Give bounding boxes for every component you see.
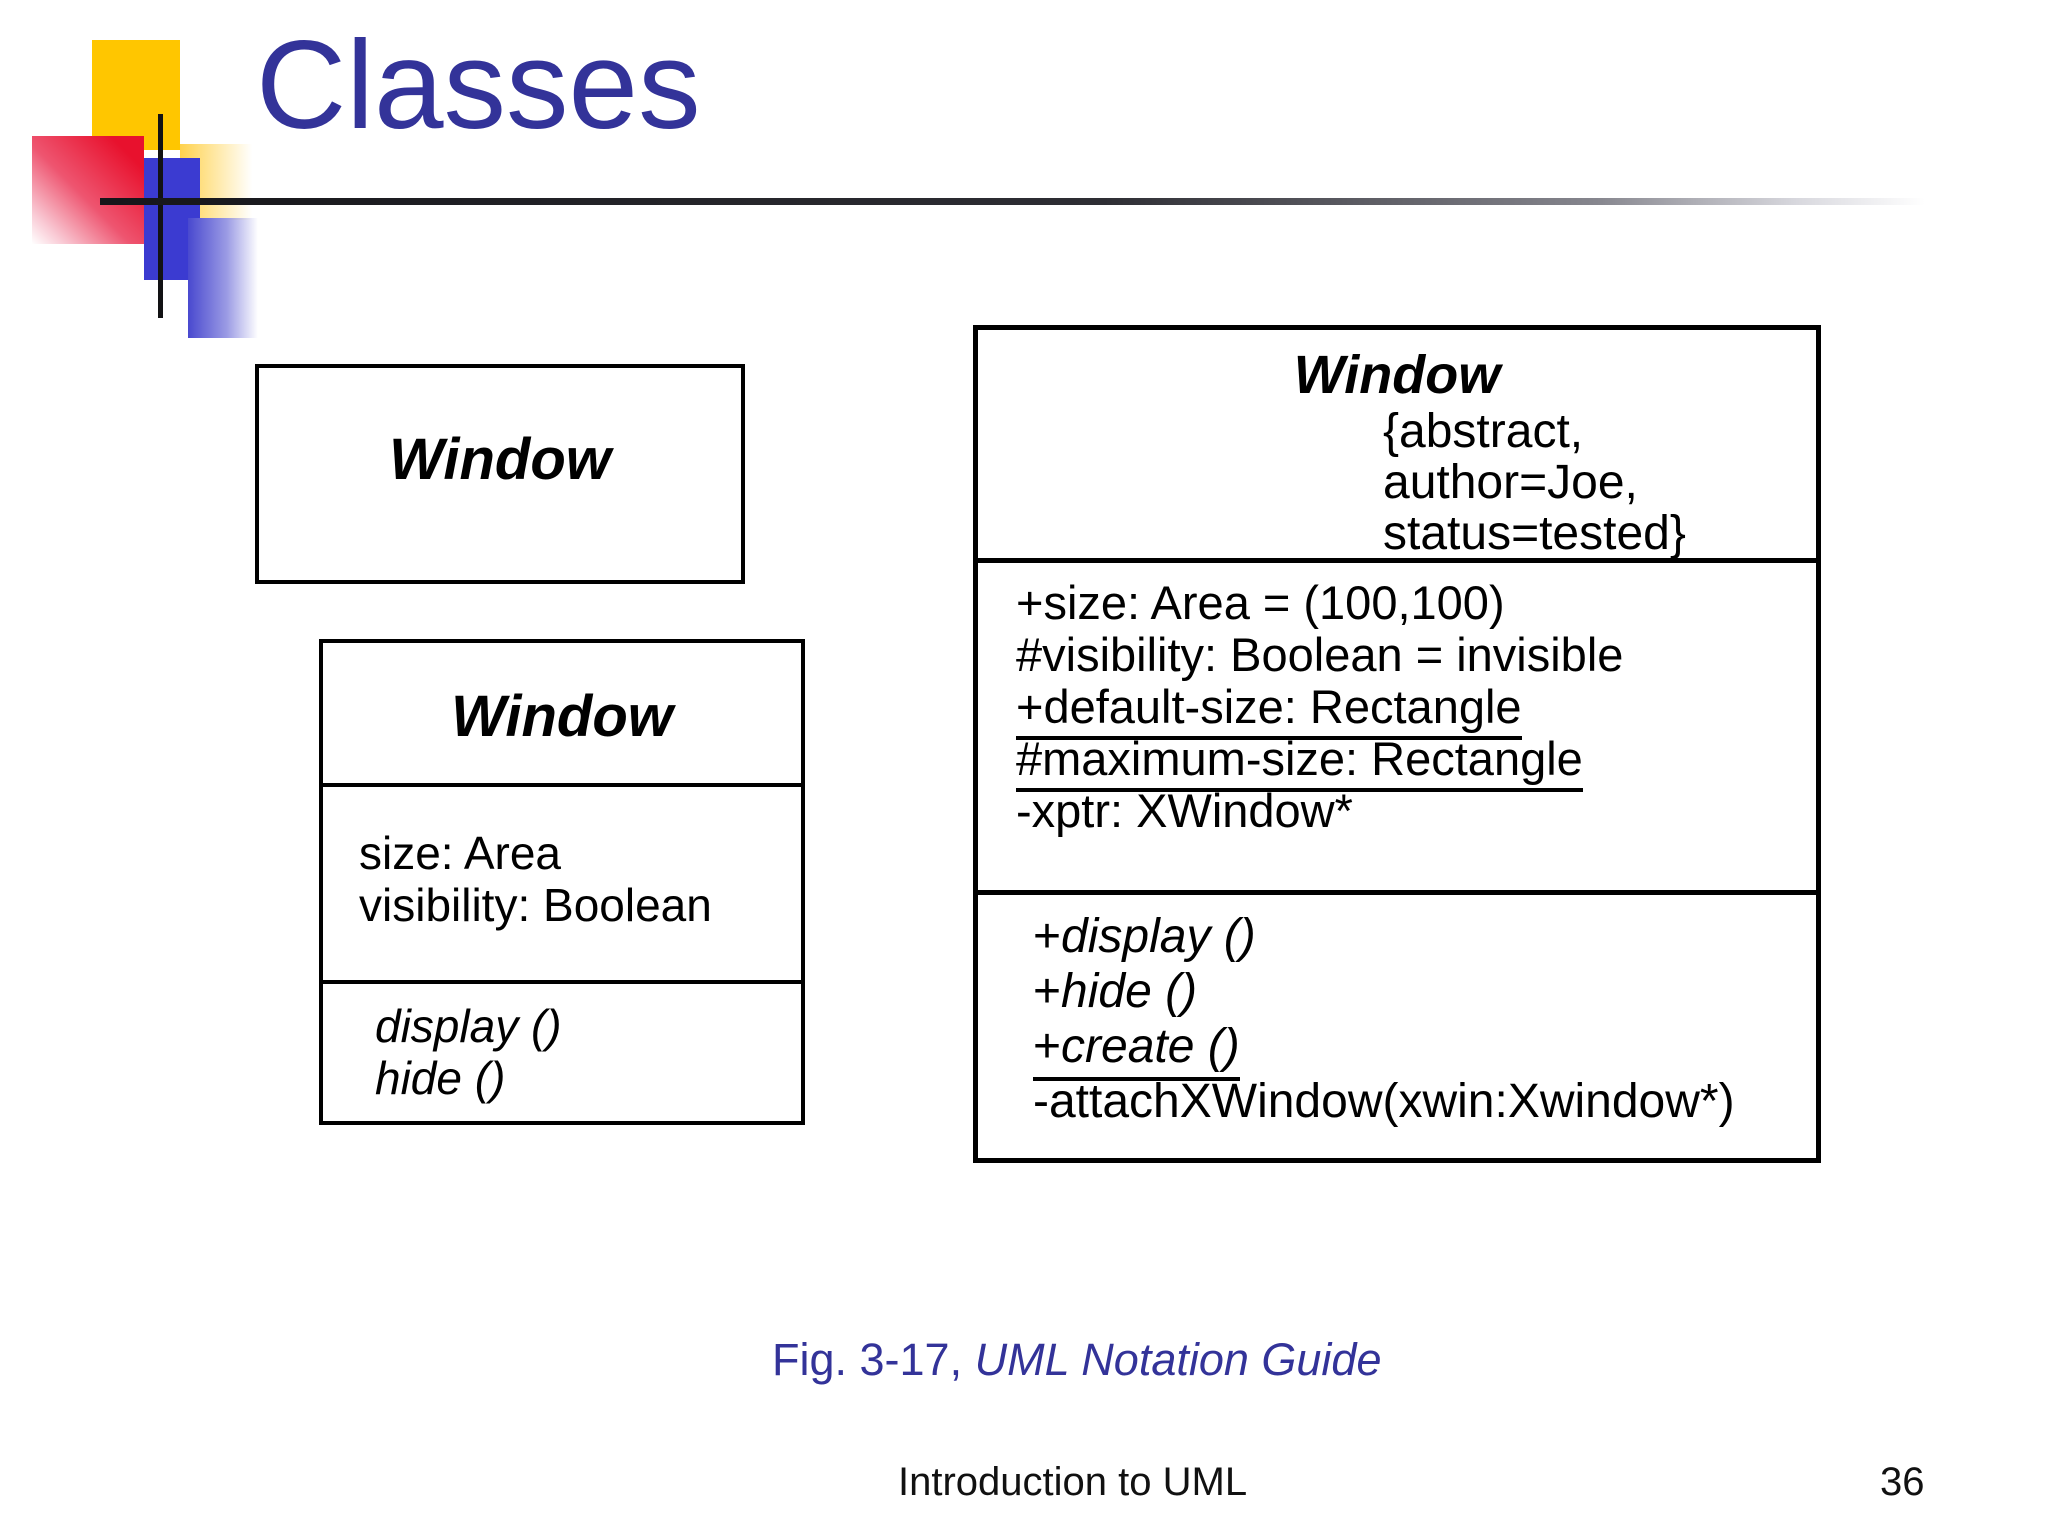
attribute-line: +size: Area = (100,100) bbox=[1016, 576, 1505, 629]
attribute-line: +default-size: Rectangle bbox=[1016, 681, 1816, 740]
slide-footer: Introduction to UML bbox=[898, 1460, 1248, 1504]
operation-line: +display () bbox=[1033, 910, 1256, 963]
tag-line: status=tested} bbox=[1383, 507, 1686, 560]
logo-red-square bbox=[32, 136, 144, 244]
logo-yellow-square bbox=[92, 40, 180, 150]
attribute-line: visibility: Boolean bbox=[359, 879, 712, 931]
slide-page-number: 36 bbox=[1880, 1460, 1925, 1504]
uml-class-box-simple: Window bbox=[255, 364, 745, 584]
operation-line: display () bbox=[375, 1000, 562, 1052]
logo-blue-fade-square bbox=[188, 218, 258, 338]
attribute-line: #maximum-size: Rectangle bbox=[1016, 733, 1816, 792]
tag-line: {abstract, bbox=[1383, 405, 1584, 458]
attribute-line: #visibility: Boolean = invisible bbox=[1016, 628, 1624, 681]
title-underline-rule bbox=[100, 198, 1925, 205]
operation-line: +create () bbox=[1033, 1019, 1816, 1081]
slide-logo-ornament bbox=[0, 0, 400, 400]
figure-caption-source: UML Notation Guide bbox=[974, 1334, 1382, 1385]
attribute-line: -xptr: XWindow* bbox=[1016, 784, 1353, 837]
operations-compartment: display () hide () bbox=[323, 980, 801, 1121]
class-name-compartment: Window bbox=[323, 643, 801, 783]
uml-class-box-detailed: Window {abstract, author=Joe, status=tes… bbox=[973, 325, 1821, 1163]
page-title: Classes bbox=[256, 16, 701, 155]
attribute-line: size: Area bbox=[359, 827, 561, 879]
class-name: Window bbox=[1293, 345, 1501, 405]
operations-compartment: +display () +hide () +create () -attachX… bbox=[978, 890, 1816, 1158]
uml-class-box-basic: Window size: Area visibility: Boolean di… bbox=[319, 639, 805, 1125]
attributes-compartment: size: Area visibility: Boolean bbox=[323, 783, 801, 980]
tag-line: author=Joe, bbox=[1383, 456, 1638, 509]
attributes-compartment: +size: Area = (100,100) #visibility: Boo… bbox=[978, 558, 1816, 890]
class-property-tags: {abstract, author=Joe, status=tested} bbox=[1383, 406, 1816, 559]
logo-vertical-line bbox=[158, 114, 163, 318]
operation-line: hide () bbox=[375, 1052, 506, 1104]
class-name-compartment: Window {abstract, author=Joe, status=tes… bbox=[978, 330, 1816, 559]
operation-line: +hide () bbox=[1033, 965, 1198, 1018]
class-name: Window bbox=[389, 427, 611, 492]
figure-caption-prefix: Fig. 3-17, bbox=[772, 1334, 975, 1385]
class-name: Window bbox=[451, 684, 673, 749]
operation-line: -attachXWindow(xwin:Xwindow*) bbox=[1033, 1075, 1735, 1128]
figure-caption: Fig. 3-17, UML Notation Guide bbox=[772, 1334, 1381, 1386]
